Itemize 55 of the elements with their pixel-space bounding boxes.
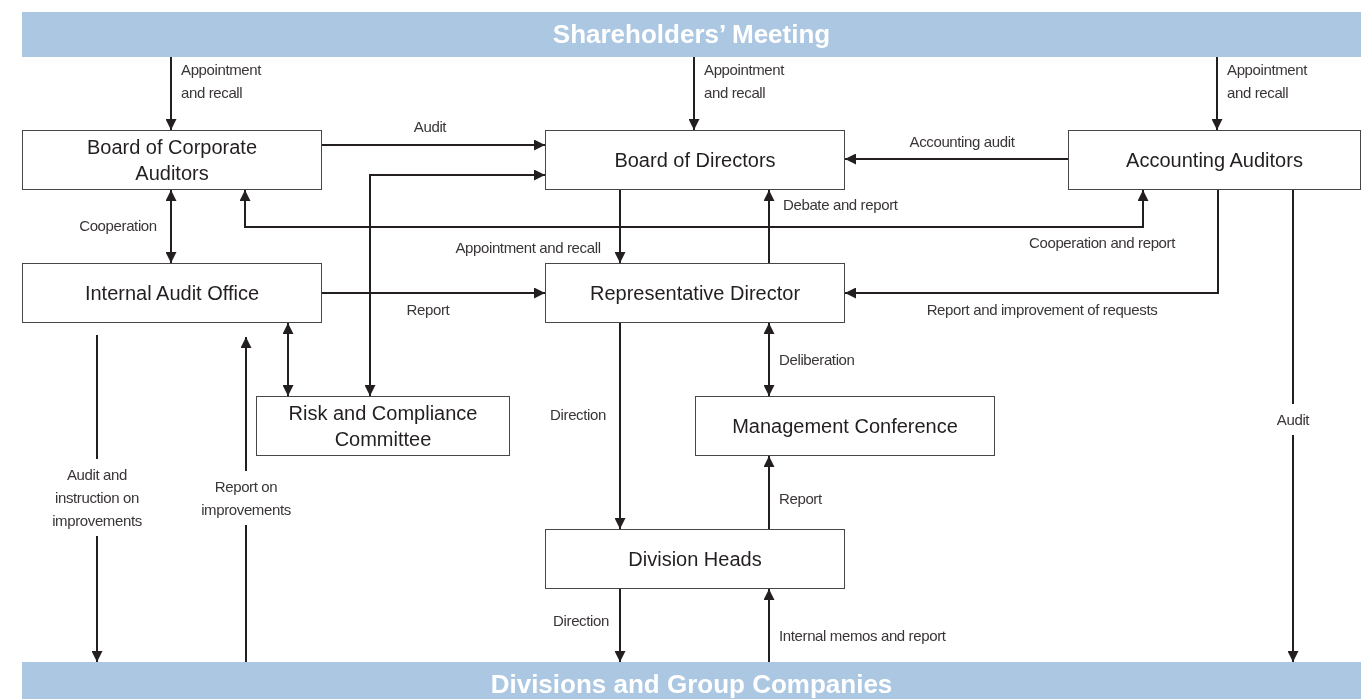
box-title: Risk and Compliance Committee — [287, 401, 479, 452]
box-title: Divisions and Group Companies — [490, 668, 893, 699]
org-box — [22, 263, 322, 323]
arrow — [364, 169, 546, 397]
arrow — [688, 56, 700, 131]
arrow — [844, 153, 1069, 165]
edge-label: Cooperation — [78, 216, 158, 236]
edge-label: Accounting audit — [908, 132, 1016, 152]
edge-label: Report — [405, 300, 451, 320]
box-title: Representative Director — [589, 281, 801, 306]
edge-label: Appointment and recall — [181, 60, 263, 103]
arrow — [614, 189, 626, 264]
arrow — [1287, 189, 1299, 663]
arrow — [763, 322, 775, 397]
arrow — [165, 56, 177, 131]
arrow — [763, 189, 775, 264]
arrow — [614, 588, 626, 663]
edge-label: Appointment and recall — [454, 238, 602, 258]
org-box — [695, 396, 995, 456]
edge-label: Report and improvement of requests — [925, 300, 1159, 320]
arrow — [321, 287, 546, 299]
arrow — [763, 455, 775, 530]
arrow — [1211, 56, 1223, 131]
box-title: Shareholders’ Meeting — [552, 18, 831, 51]
edge-label: Cooperation and report — [1028, 233, 1177, 253]
org-box — [22, 130, 322, 190]
org-box — [545, 263, 845, 323]
edge-label: Appointment and recall — [1227, 60, 1309, 103]
org-box — [545, 529, 845, 589]
edge-label: Deliberation — [779, 350, 856, 370]
box-title: Board of Corporate Auditors — [85, 135, 259, 186]
edge-label: Report — [779, 489, 823, 509]
arrow — [239, 189, 1149, 228]
edge-label: Direction — [549, 405, 607, 425]
org-box — [1068, 130, 1361, 190]
arrow — [763, 588, 775, 663]
box-title: Management Conference — [732, 414, 958, 439]
arrow — [282, 322, 294, 397]
edge-label: Appointment and recall — [704, 60, 786, 103]
box-title: Accounting Auditors — [1126, 148, 1303, 173]
arrow — [614, 322, 626, 530]
box-title: Internal Audit Office — [84, 281, 260, 306]
edge-label: Direction — [552, 611, 610, 631]
box-title: Board of Directors — [614, 148, 776, 173]
arrow — [321, 139, 546, 151]
header-band — [22, 662, 1361, 699]
edge-label: Audit — [412, 117, 448, 137]
arrow — [844, 189, 1219, 299]
org-box — [256, 396, 510, 456]
org-box — [545, 130, 845, 190]
arrow — [165, 189, 177, 264]
header-band — [22, 12, 1361, 57]
box-title: Division Heads — [628, 547, 762, 572]
edge-label: Debate and report — [783, 195, 899, 215]
edge-label: Internal memos and report — [779, 626, 947, 646]
